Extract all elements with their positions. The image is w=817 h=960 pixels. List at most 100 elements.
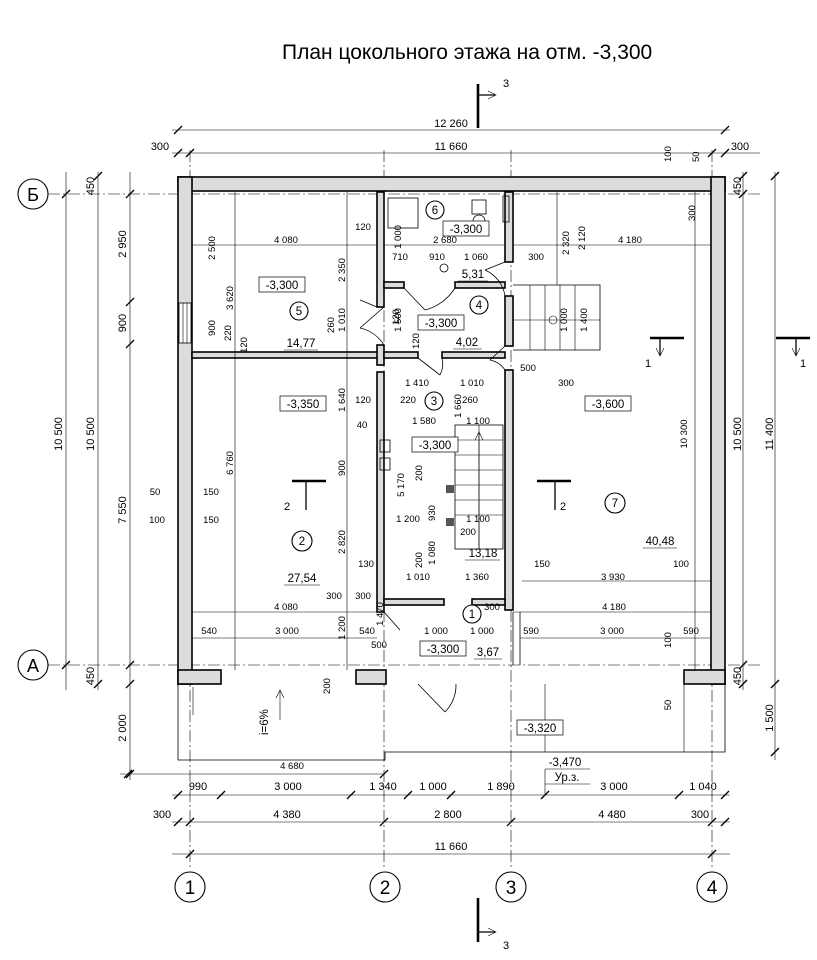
dim-300c: 300 bbox=[355, 591, 371, 602]
dim-40: 40 bbox=[357, 420, 368, 431]
dim-1100a: 1 100 bbox=[466, 416, 490, 427]
section-1-right: 1 bbox=[800, 358, 806, 370]
dim-50a: 50 bbox=[150, 487, 161, 498]
dim-left-10500a: 10 500 bbox=[53, 417, 65, 451]
dim-2350: 2 350 bbox=[337, 258, 348, 282]
room-7-level: -3,600 bbox=[592, 399, 625, 411]
dim-3000b: 3 000 bbox=[600, 626, 624, 637]
room-4-marker bbox=[469, 295, 489, 315]
axis-marker-A bbox=[17, 649, 49, 681]
dim-540b: 540 bbox=[359, 626, 375, 637]
dim-top-total: 12 260 bbox=[434, 118, 468, 130]
room-6-area: 5,31 bbox=[462, 269, 484, 281]
dim-100a: 100 bbox=[149, 515, 165, 526]
dim-300e: 300 bbox=[326, 591, 342, 602]
room-5-area: 14,77 bbox=[287, 338, 316, 350]
dim-900b: 900 bbox=[337, 460, 348, 476]
dim-1000c: 1 000 bbox=[424, 626, 448, 637]
room-2-number: 2 bbox=[299, 536, 305, 548]
dim-1080: 1 080 bbox=[427, 541, 438, 565]
axis-marker-2 bbox=[369, 871, 401, 903]
dim-120e: 120 bbox=[411, 333, 422, 349]
section-marks: 3 3 1 1 2 2 bbox=[284, 78, 810, 952]
dim-50b: 50 bbox=[663, 700, 674, 711]
dim-2680: 2 680 bbox=[433, 235, 457, 246]
dim-220: 220 bbox=[223, 325, 234, 341]
dim-910: 910 bbox=[429, 252, 445, 263]
section-3-bottom: 3 bbox=[503, 940, 509, 952]
dim-left-7550: 7 550 bbox=[117, 496, 129, 524]
room-labels: 1 3,67 -3,300 2 27,54 -3,350 3 13,18 -3,… bbox=[258, 200, 677, 660]
dim-2120: 2 120 bbox=[577, 226, 588, 250]
dim-1640: 1 640 bbox=[337, 388, 348, 412]
dim-1470: 1 470 bbox=[375, 602, 386, 626]
room-2-marker bbox=[291, 530, 313, 552]
room-2-level: -3,350 bbox=[287, 399, 320, 411]
room-4-area: 4,02 bbox=[456, 337, 478, 349]
exterior-labels: i=6% -3,320 -3,470 Ур.з. bbox=[259, 709, 590, 795]
dim-2820: 2 820 bbox=[337, 530, 348, 554]
room-3-marker bbox=[424, 391, 444, 411]
dim-top-inner: 11 660 bbox=[435, 141, 468, 153]
dim-150b: 150 bbox=[203, 515, 219, 526]
room-4-number: 4 bbox=[476, 300, 483, 312]
dim-4180b: 4 180 bbox=[602, 602, 626, 613]
room-7-marker bbox=[604, 492, 626, 514]
room-1-number: 1 bbox=[469, 609, 475, 621]
dim-300b: 300 bbox=[558, 378, 574, 389]
dim-bottom-6: 3 000 bbox=[600, 781, 628, 793]
svg-text:1: 1 bbox=[185, 878, 196, 899]
room-2-area: 27,54 bbox=[288, 573, 317, 585]
dim-100c: 100 bbox=[663, 632, 674, 648]
dim-top-100: 100 bbox=[663, 146, 674, 162]
dim-590a: 590 bbox=[523, 626, 539, 637]
room-1-area: 3,67 bbox=[477, 647, 499, 659]
section-2-left: 2 bbox=[284, 501, 290, 513]
dim-1400: 1 400 bbox=[579, 308, 590, 332]
dim-3930: 3 930 bbox=[601, 572, 625, 583]
dim-bottom-3: 1 340 bbox=[369, 781, 397, 793]
room-4-level: -3,300 bbox=[425, 318, 458, 330]
dim-1010c: 1 010 bbox=[406, 572, 430, 583]
dim-1360: 1 360 bbox=[465, 572, 489, 583]
dim-right-11400: 11 400 bbox=[764, 418, 776, 451]
dim-300a: 300 bbox=[528, 252, 544, 263]
axis-marker-B bbox=[17, 178, 49, 210]
dim-bottom2-4: 4 480 bbox=[598, 809, 626, 821]
room-1-level: -3,300 bbox=[427, 644, 460, 656]
dimension-lines bbox=[61, 125, 780, 859]
room-5-marker bbox=[289, 301, 309, 321]
dim-bottom-1: 990 bbox=[189, 781, 207, 793]
dim-left-2000: 2 000 bbox=[117, 714, 129, 742]
dim-200a: 200 bbox=[414, 465, 425, 481]
room-6-marker bbox=[425, 200, 445, 220]
dim-5170: 5 170 bbox=[396, 473, 407, 497]
exterior-level-2: -3,470 bbox=[549, 757, 582, 769]
room-7-number: 7 bbox=[612, 498, 618, 510]
room-3-level: -3,300 bbox=[419, 440, 452, 452]
dim-200d: 200 bbox=[322, 678, 333, 694]
room-3-area: 13,18 bbox=[469, 548, 498, 560]
walls bbox=[177, 176, 726, 685]
dim-150c: 150 bbox=[534, 559, 550, 570]
room-6-level: -3,300 bbox=[450, 224, 483, 236]
dim-4080a: 4 080 bbox=[274, 235, 298, 246]
dim-right-450b: 450 bbox=[732, 667, 744, 685]
dim-130: 130 bbox=[358, 559, 374, 570]
room-6-number: 6 bbox=[432, 205, 438, 217]
dim-3620: 3 620 bbox=[225, 286, 236, 310]
dim-3000a: 3 000 bbox=[275, 626, 299, 637]
section-3-top: 3 bbox=[503, 78, 509, 90]
dim-1060: 1 060 bbox=[464, 252, 488, 263]
dim-4180a: 4 180 bbox=[618, 235, 642, 246]
dim-left-900: 900 bbox=[117, 314, 129, 332]
dim-2320: 2 320 bbox=[561, 231, 572, 255]
dim-bottom-7: 1 040 bbox=[689, 781, 717, 793]
dim-left-450a: 450 bbox=[85, 177, 97, 195]
dim-300d: 300 bbox=[484, 602, 500, 613]
dim-1200a: 1 200 bbox=[396, 514, 420, 525]
dim-left-10500b: 10 500 bbox=[85, 417, 97, 451]
dim-2500: 2 500 bbox=[207, 236, 218, 260]
dim-120d: 120 bbox=[391, 309, 402, 325]
dim-260b: 260 bbox=[462, 395, 478, 406]
